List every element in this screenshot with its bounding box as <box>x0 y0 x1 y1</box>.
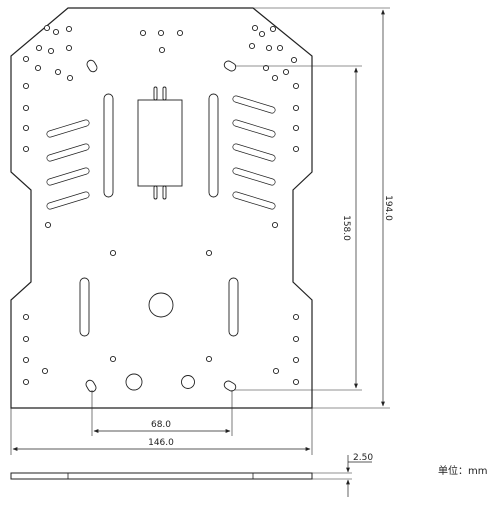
mounting-hole <box>265 44 273 52</box>
mounting-hole <box>34 64 42 72</box>
dim-thickness: 2.50 <box>312 453 373 497</box>
dim-thickness-label: 2.50 <box>353 453 373 463</box>
right-angled-slots <box>232 95 276 210</box>
mounting-hole <box>272 367 280 375</box>
mounting-hole <box>290 56 298 64</box>
mounting-hole <box>205 355 213 363</box>
mounting-hole <box>292 124 300 132</box>
dim-total-width: 146.0 <box>10 408 313 455</box>
mounting-hole <box>22 55 30 63</box>
dim-slot-height: 158.0 <box>235 65 362 391</box>
dim-total-width-label: 146.0 <box>148 438 174 448</box>
mounting-hole <box>282 68 290 76</box>
mounting-hole <box>248 42 256 50</box>
mounting-hole <box>22 82 30 90</box>
mounting-hole <box>66 74 74 82</box>
mounting-hole <box>269 25 277 33</box>
mounting-hole <box>35 44 43 52</box>
large-holes <box>125 292 195 391</box>
mounting-hole <box>205 249 213 257</box>
mounting-hole <box>292 104 300 112</box>
mounting-hole <box>22 104 30 112</box>
mounting-hole <box>22 124 30 132</box>
mounting-hole <box>158 46 166 54</box>
dim-slot-width: 68.0 <box>91 390 233 436</box>
mounting-hole <box>292 378 300 386</box>
mounting-hole <box>251 24 259 32</box>
mounting-hole <box>271 221 279 229</box>
mounting-hole <box>139 29 147 37</box>
mounting-hole <box>22 378 30 386</box>
mounting-hole <box>41 367 49 375</box>
mounting-hole <box>262 64 270 72</box>
mounting-hole <box>22 313 30 321</box>
mounting-hole <box>292 335 300 343</box>
center-rect-cutout <box>137 86 183 200</box>
mounting-hole <box>22 356 30 364</box>
side-view-plate <box>10 472 313 480</box>
mounting-hole <box>176 29 184 37</box>
mounting-hole <box>22 335 30 343</box>
mounting-hole <box>292 145 300 153</box>
mounting-hole <box>47 47 55 55</box>
mounting-hole <box>109 355 117 363</box>
dim-slot-width-label: 68.0 <box>151 420 171 430</box>
vertical-slots <box>79 59 239 393</box>
mounting-hole <box>258 30 266 38</box>
mounting-hole <box>52 28 60 36</box>
dim-slot-height-label: 158.0 <box>341 215 351 241</box>
mounting-hole <box>22 145 30 153</box>
left-angled-slots <box>46 96 90 210</box>
mounting-hole <box>54 68 62 76</box>
mounting-hole <box>292 313 300 321</box>
mounting-hole <box>65 25 73 33</box>
mounting-hole <box>157 29 165 37</box>
mounting-hole <box>292 82 300 90</box>
mounting-hole <box>276 44 284 52</box>
mounting-hole <box>271 74 279 82</box>
unit-label: 单位：mm <box>438 464 487 477</box>
mounting-hole <box>65 44 73 52</box>
mounting-hole <box>43 24 51 32</box>
mounting-hole <box>109 249 117 257</box>
dim-total-height: 194.0 <box>253 7 393 409</box>
mounting-hole <box>44 221 52 229</box>
dim-total-height-label: 194.0 <box>383 195 393 221</box>
mounting-hole <box>292 356 300 364</box>
mounting-holes <box>22 24 300 386</box>
